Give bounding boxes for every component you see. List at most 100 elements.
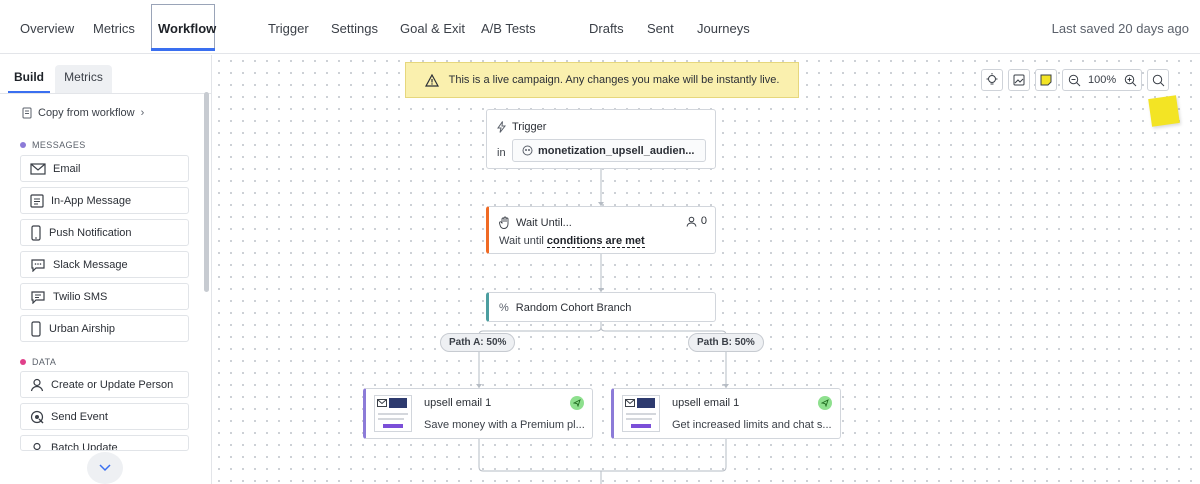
workflow-canvas[interactable]: This is a live campaign. Any changes you…	[213, 55, 1200, 484]
sidebar-item-urban-airship[interactable]: Urban Airship	[20, 315, 189, 342]
trigger-segment-pill[interactable]: monetization_upsell_audien...	[512, 139, 706, 162]
chevron-down-icon	[99, 464, 111, 472]
sticky-note-icon	[1040, 74, 1052, 86]
live-campaign-banner: This is a live campaign. Any changes you…	[405, 62, 799, 98]
percent-icon: %	[499, 302, 509, 314]
trigger-title: Trigger	[512, 121, 547, 133]
sidebar-item-slack-message[interactable]: Slack Message	[20, 251, 189, 278]
sidebar-item-label: Email	[53, 162, 81, 175]
sidebar-item-label: In-App Message	[51, 194, 132, 207]
data-dot-icon	[20, 359, 26, 365]
envelope-icon	[30, 162, 46, 175]
lightbulb-button[interactable]	[981, 69, 1003, 91]
email-name: upsell email 1	[424, 397, 492, 409]
tab-drafts[interactable]: Drafts	[589, 21, 624, 36]
messages-dot-icon	[20, 142, 26, 148]
tab-journeys[interactable]: Journeys	[697, 21, 750, 36]
zoom-in-icon	[1124, 74, 1136, 86]
section-messages-title: MESSAGES	[32, 140, 86, 150]
in-app-icon	[30, 193, 44, 208]
tab-sent[interactable]: Sent	[647, 21, 674, 36]
email-name: upsell email 1	[672, 397, 740, 409]
sidebar-item-label: Twilio SMS	[53, 290, 108, 303]
last-saved-status: Last saved 20 days ago	[1051, 21, 1189, 36]
sidebar-item-email[interactable]: Email	[20, 155, 189, 182]
email-subject: Get increased limits and chat s...	[672, 419, 832, 431]
trigger-node[interactable]: Trigger in monetization_upsell_audien...	[486, 109, 716, 169]
tab-metrics[interactable]: Metrics	[93, 21, 135, 36]
sidebar-item-label: Batch Update	[51, 442, 118, 451]
sticky-note-button[interactable]	[1035, 69, 1057, 91]
tab-goal-exit[interactable]: Goal & Exit	[400, 21, 466, 36]
sidebar-item-send-event[interactable]: Send Event	[20, 403, 189, 430]
document-icon	[22, 107, 32, 119]
random-cohort-branch-node[interactable]: % Random Cohort Branch	[486, 292, 716, 322]
path-b-label[interactable]: Path B: 50%	[688, 333, 764, 352]
image-button[interactable]	[1008, 69, 1030, 91]
scroll-down-button[interactable]	[87, 452, 123, 484]
wait-people-count: 0	[686, 215, 707, 227]
sidebar-divider	[0, 93, 212, 94]
person-icon	[686, 216, 697, 227]
envelope-icon	[625, 399, 635, 407]
wait-until-node[interactable]: Wait Until... 0 Wait until conditions ar…	[486, 206, 716, 254]
wait-title: Wait Until...	[516, 216, 572, 229]
zoom-in-button[interactable]	[1119, 70, 1141, 90]
sidebar-item-label: Push Notification	[49, 226, 132, 239]
tab-ab-tests[interactable]: A/B Tests	[481, 21, 536, 36]
sidebar-item-push-notification[interactable]: Push Notification	[20, 219, 189, 246]
chevron-right-icon: ›	[140, 107, 145, 119]
banner-text: This is a live campaign. Any changes you…	[448, 74, 780, 86]
sidebar-item-in-app-message[interactable]: In-App Message	[20, 187, 189, 214]
nav-active-underline	[151, 48, 215, 51]
email-node-path-b[interactable]: upsell email 1 Get increased limits and …	[611, 388, 841, 439]
wait-description: Wait until conditions are met	[499, 235, 645, 248]
sidebar-item-create-update-person[interactable]: Create or Update Person	[20, 371, 189, 398]
search-button[interactable]	[1147, 69, 1170, 91]
branch-header: % Random Cohort Branch	[499, 302, 631, 314]
segment-icon	[522, 145, 533, 156]
phone-icon	[31, 224, 41, 241]
path-a-label[interactable]: Path A: 50%	[440, 333, 516, 352]
sidebar-item-label: Create or Update Person	[51, 378, 174, 391]
tab-workflow[interactable]: Workflow	[158, 21, 217, 36]
person-icon	[33, 442, 41, 450]
email-thumbnail	[622, 395, 660, 432]
wait-header: Wait Until...	[499, 216, 572, 229]
sidebar-tab-metrics[interactable]: Metrics	[55, 65, 112, 93]
canvas-toolbar: 100%	[981, 68, 1174, 92]
wait-count-value: 0	[700, 215, 707, 227]
email-subject: Save money with a Premium pl...	[424, 419, 585, 431]
tab-overview[interactable]: Overview	[20, 21, 75, 36]
event-icon	[30, 410, 44, 423]
sidebar-tab-build[interactable]: Build	[8, 65, 50, 93]
sent-status-icon	[570, 396, 584, 410]
tab-settings[interactable]: Settings	[331, 21, 378, 36]
copy-from-workflow-label: Copy from workflow	[38, 107, 135, 119]
email-node-path-a[interactable]: upsell email 1 Save money with a Premium…	[363, 388, 593, 439]
chat-icon	[31, 258, 45, 272]
sidebar-item-label: Slack Message	[53, 258, 128, 271]
zoom-out-button[interactable]	[1063, 70, 1085, 90]
trigger-header: Trigger	[497, 121, 546, 133]
zoom-out-icon	[1068, 74, 1080, 86]
wait-desc-prefix: Wait until	[499, 235, 544, 247]
sidebar-item-label: Send Event	[51, 410, 108, 423]
zoom-level: 100%	[1088, 74, 1117, 86]
section-data-title: DATA	[32, 357, 57, 367]
sidebar-scrollbar[interactable]	[204, 92, 209, 292]
image-icon	[1013, 74, 1025, 86]
wait-conditions-link[interactable]: conditions are met	[546, 235, 645, 248]
sms-icon	[31, 290, 45, 304]
sidebar-item-label: Urban Airship	[49, 322, 116, 335]
sidebar-item-twilio-sms[interactable]: Twilio SMS	[20, 283, 189, 310]
tab-trigger[interactable]: Trigger	[268, 21, 309, 36]
copy-from-workflow-link[interactable]: Copy from workflow ›	[22, 107, 144, 119]
lightning-icon	[497, 121, 506, 133]
branch-title: Random Cohort Branch	[515, 302, 632, 314]
phone-icon	[31, 320, 41, 337]
sidebar-item-batch-update[interactable]: Batch Update	[20, 435, 189, 451]
email-thumbnail	[374, 395, 412, 432]
hand-icon	[499, 216, 509, 229]
section-messages-header: MESSAGES	[20, 140, 86, 150]
